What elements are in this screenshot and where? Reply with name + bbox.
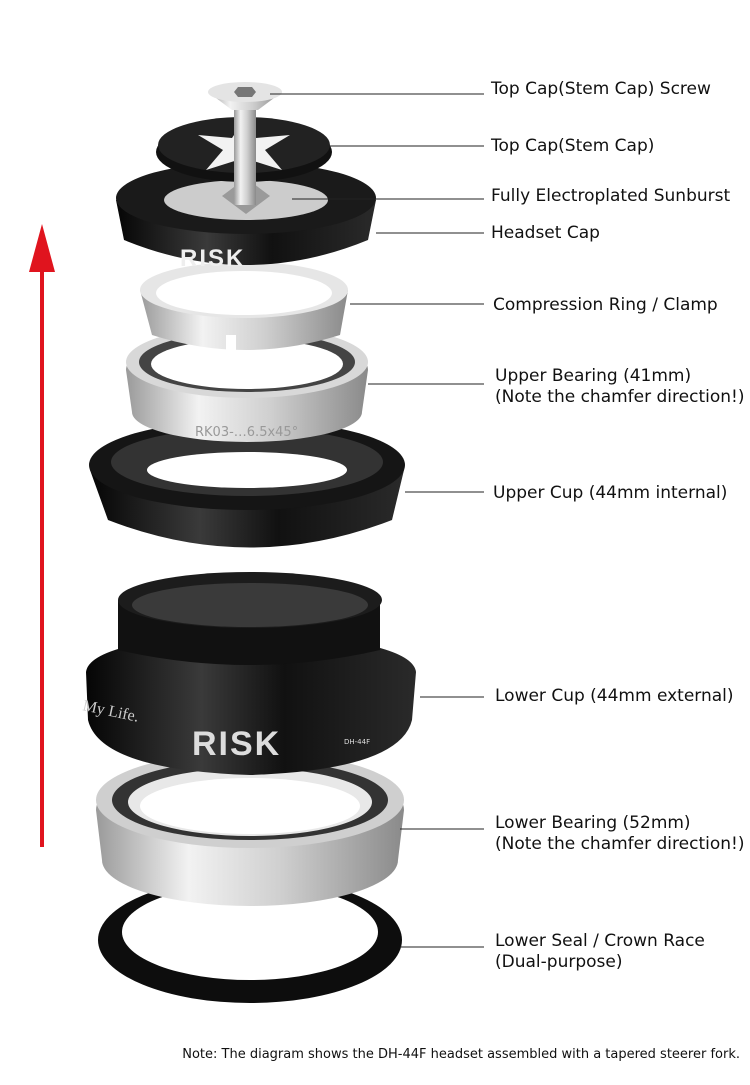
footnote: Note: The diagram shows the DH-44F heads… xyxy=(182,1047,740,1062)
label-subtext: (Note the chamfer direction!) xyxy=(495,834,745,854)
label-text: Top Cap(Stem Cap) xyxy=(491,136,655,156)
label-headset-cap: Headset Cap xyxy=(491,223,600,244)
upper-cup xyxy=(89,420,405,548)
label-subtext: (Note the chamfer direction!) xyxy=(495,387,745,407)
headset-cap-brand-logo: RISK xyxy=(180,245,245,272)
label-upper-cup: Upper Cup (44mm internal) xyxy=(493,483,727,504)
label-text: Lower Bearing (52mm) xyxy=(495,813,691,833)
label-text: Headset Cap xyxy=(491,223,600,243)
lower-cup: RISK DH-44F My Life. xyxy=(81,572,416,775)
label-sunburst: Fully Electroplated Sunburst xyxy=(491,186,730,207)
bearing-marking: RK03-…6.5x45° xyxy=(195,425,298,440)
hex-socket-icon xyxy=(234,87,256,97)
label-text: Lower Cup (44mm external) xyxy=(495,686,734,706)
compression-ring xyxy=(140,262,348,357)
label-top-cap: Top Cap(Stem Cap) xyxy=(491,136,654,157)
label-upper-bearing: Upper Bearing (41mm)(Note the chamfer di… xyxy=(495,366,744,408)
label-text: Compression Ring / Clamp xyxy=(493,295,718,315)
label-text: Upper Cup (44mm internal) xyxy=(493,483,728,503)
label-text: Lower Seal / Crown Race xyxy=(495,931,705,951)
label-lower-bearing: Lower Bearing (52mm)(Note the chamfer di… xyxy=(495,813,744,855)
leader-lines xyxy=(270,93,484,948)
label-compression-ring: Compression Ring / Clamp xyxy=(493,295,718,316)
lower-cup-brand-logo: RISK xyxy=(192,725,281,763)
label-lower-cup: Lower Cup (44mm external) xyxy=(495,686,734,707)
label-lower-seal: Lower Seal / Crown Race(Dual-purpose) xyxy=(495,931,705,973)
top-cap-screw xyxy=(208,82,282,205)
lower-bearing xyxy=(96,752,404,906)
label-top-cap-screw: Top Cap(Stem Cap) Screw xyxy=(491,79,711,100)
label-text: Upper Bearing (41mm) xyxy=(495,366,692,386)
lower-seal-crown-race xyxy=(98,877,402,1003)
label-text: Top Cap(Stem Cap) Screw xyxy=(491,79,711,99)
lower-cup-model-marking: DH-44F xyxy=(344,738,370,746)
label-subtext: (Dual-purpose) xyxy=(495,952,623,972)
upward-arrow-icon xyxy=(29,224,55,847)
label-text: Fully Electroplated Sunburst xyxy=(491,186,731,206)
